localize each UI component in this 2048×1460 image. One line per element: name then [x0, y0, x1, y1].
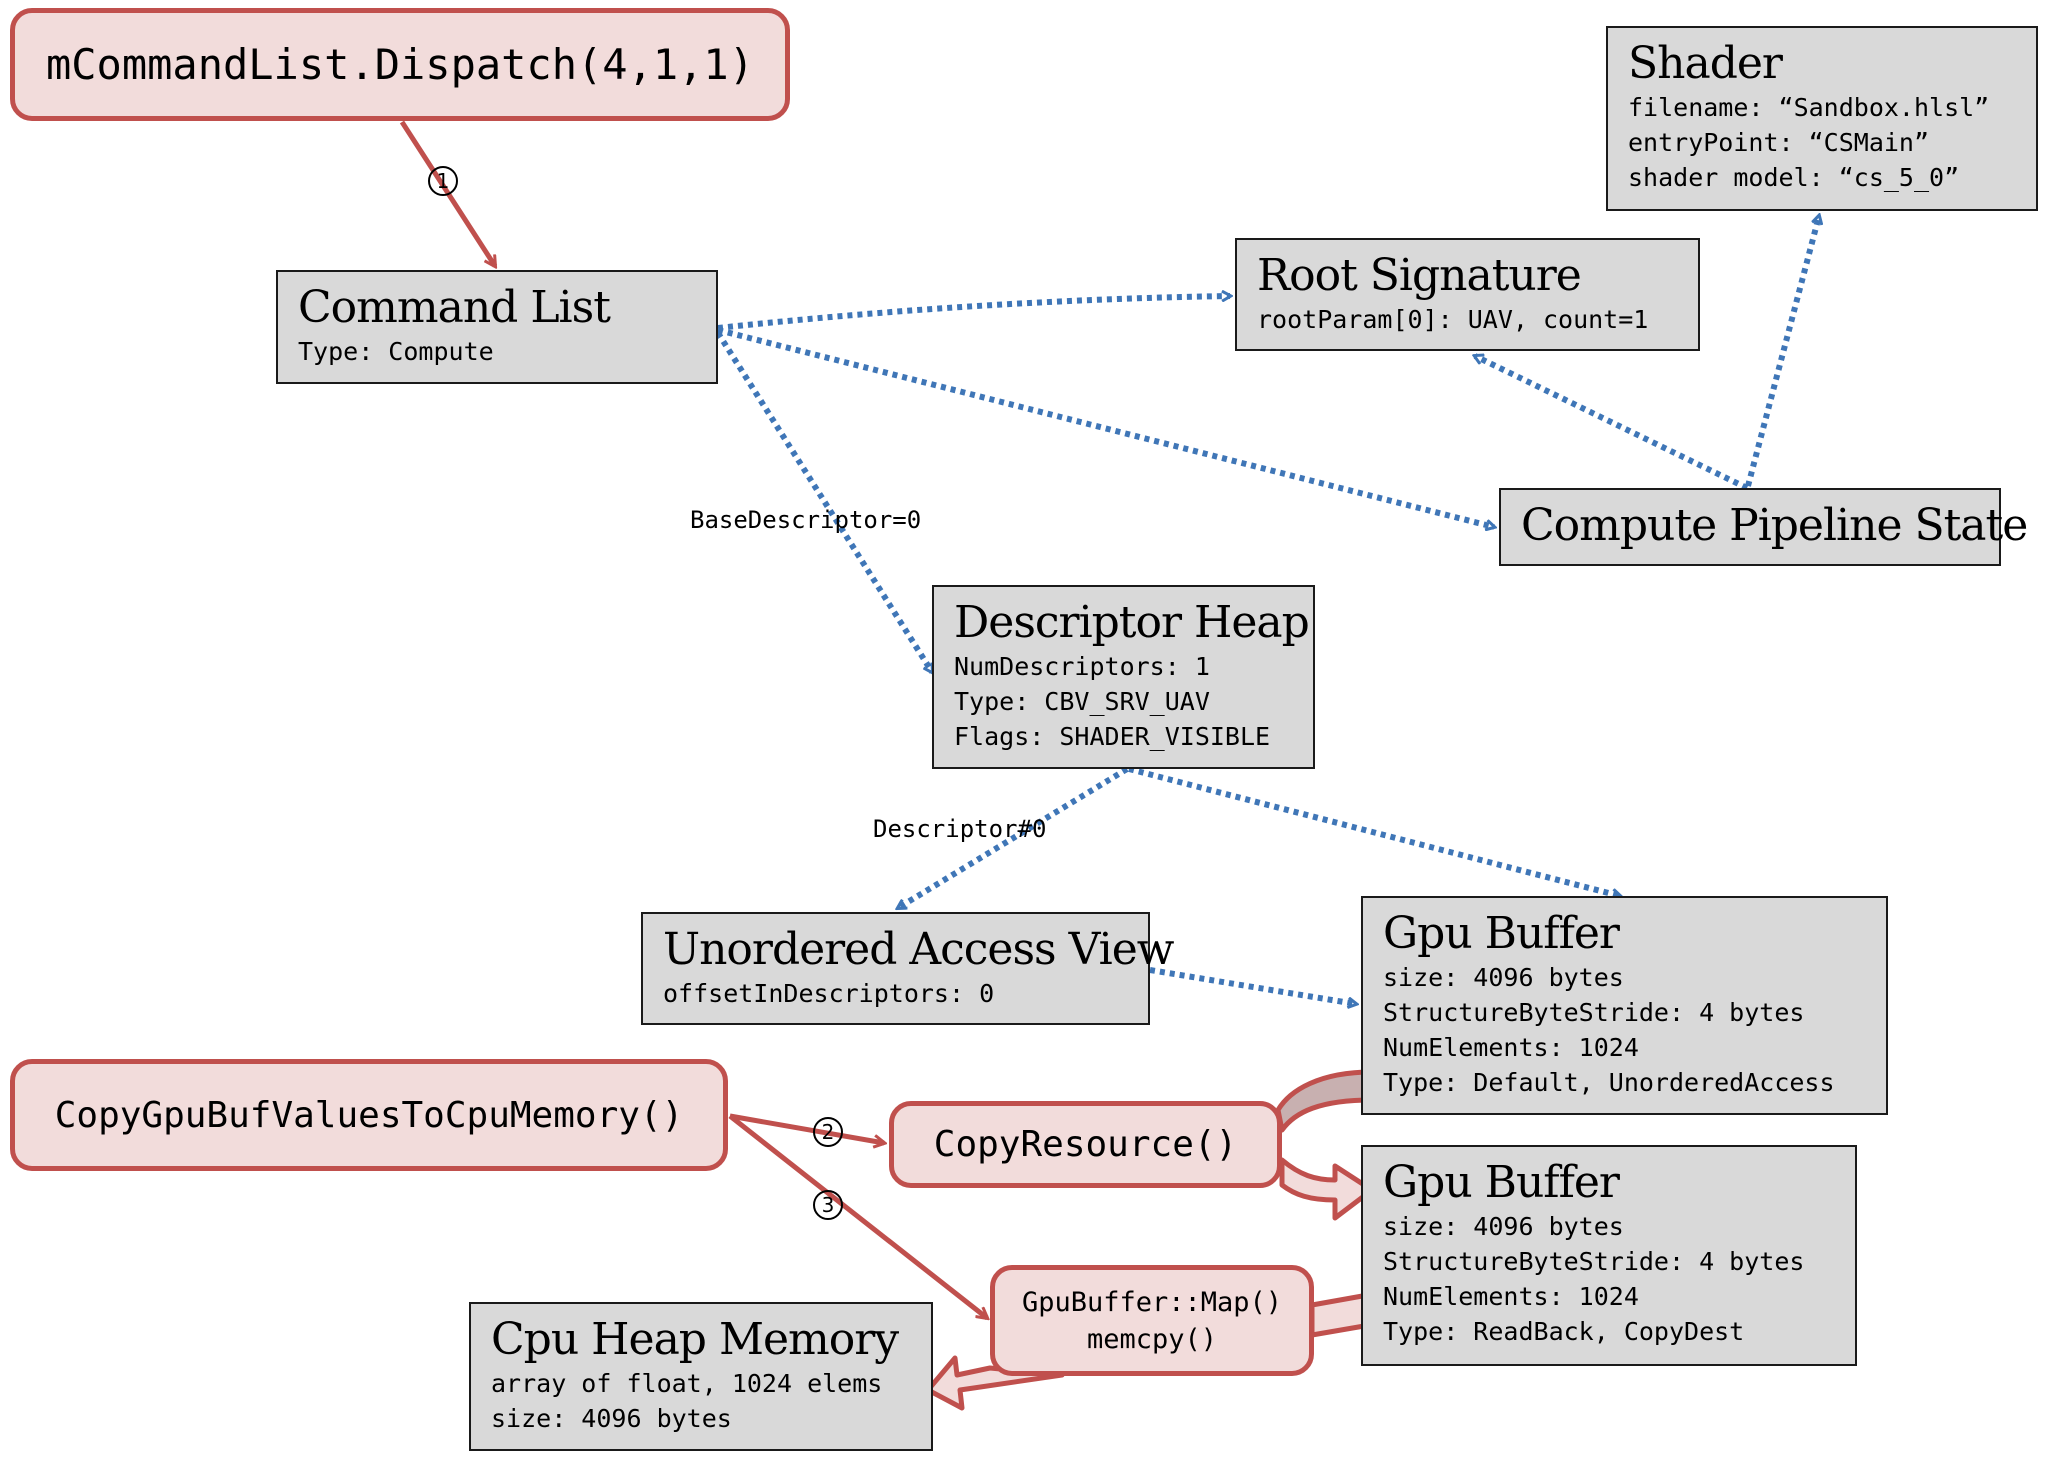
gpu-buffer-readback-stride: StructureByteStride: 4 bytes	[1383, 1247, 1805, 1276]
shader-filename: filename: “Sandbox.hlsl”	[1628, 93, 1990, 122]
shader-box[interactable]: Shader filename: “Sandbox.hlsl” entryPoi…	[1606, 26, 2038, 211]
gpu-buffer-readback-elements: NumElements: 1024	[1383, 1282, 1639, 1311]
cpu-heap-title: Cpu Heap Memory	[491, 1314, 899, 1365]
root-signature-title: Root Signature	[1257, 250, 1582, 301]
edge-label-base-descriptor: BaseDescriptor=0	[690, 506, 922, 534]
shader-entry-point: entryPoint: “CSMain”	[1628, 128, 1930, 157]
cpu-heap-box[interactable]: Cpu Heap Memory array of float, 1024 ele…	[469, 1302, 933, 1451]
descriptor-heap-title: Descriptor Heap	[954, 597, 1310, 648]
gpu-buffer-readback-title: Gpu Buffer	[1383, 1157, 1620, 1208]
descriptor-heap-flags: Flags: SHADER_VISIBLE	[954, 722, 1271, 751]
gpu-buffer-readback-size: size: 4096 bytes	[1383, 1212, 1624, 1241]
map-memcpy-call[interactable]: GpuBuffer::Map() memcpy()	[990, 1265, 1314, 1376]
edge-pipeline-state-to-root-signature	[1475, 353, 1749, 491]
edge-copy-to-map	[728, 1114, 987, 1318]
pipeline-state-box[interactable]: Compute Pipeline State	[1499, 488, 2028, 566]
copy-dest-arrow	[1279, 1157, 1375, 1221]
gpu-buffer-default-title: Gpu Buffer	[1383, 908, 1620, 959]
edge-command-list-to-descriptor-heap	[715, 331, 935, 672]
cpu-heap-size: size: 4096 bytes	[491, 1404, 732, 1433]
gpu-buffer-default-type: Type: Default, UnorderedAccess	[1383, 1068, 1835, 1097]
pipeline-state-title: Compute Pipeline State	[1521, 500, 2028, 551]
edge-uav-to-gpu-buffer	[1149, 967, 1356, 1004]
cpu-heap-array: array of float, 1024 elems	[491, 1369, 883, 1398]
step-3-number: 3	[813, 1190, 843, 1220]
gpu-buffer-default-size: size: 4096 bytes	[1383, 963, 1624, 992]
shader-model: shader model: “cs_5_0”	[1628, 163, 1960, 192]
uav-title: Unordered Access View	[663, 924, 1174, 975]
memcpy-arrow	[925, 1355, 1065, 1411]
command-list-title: Command List	[298, 282, 611, 333]
gpu-buffer-default-elements: NumElements: 1024	[1383, 1033, 1639, 1062]
root-signature-box[interactable]: Root Signature rootParam[0]: UAV, count=…	[1235, 238, 1700, 351]
uav-box[interactable]: Unordered Access View offsetInDescriptor…	[641, 912, 1174, 1025]
shader-title: Shader	[1628, 38, 1783, 89]
descriptor-heap-type: Type: CBV_SRV_UAV	[954, 687, 1210, 716]
gpu-buffer-default-stride: StructureByteStride: 4 bytes	[1383, 998, 1805, 1027]
command-list-box[interactable]: Command List Type: Compute	[276, 270, 718, 384]
dispatch-call-label: mCommandList.Dispatch(4,1,1)	[45, 40, 754, 89]
uav-offset: offsetInDescriptors: 0	[663, 979, 995, 1008]
edge-pipeline-state-to-shader	[1745, 216, 1819, 487]
step-1-number: 1	[428, 166, 458, 196]
copy-source-band	[1275, 1069, 1375, 1133]
gpu-buffer-default-box[interactable]: Gpu Buffer size: 4096 bytes StructureByt…	[1361, 896, 1888, 1115]
dispatch-call[interactable]: mCommandList.Dispatch(4,1,1)	[10, 8, 790, 121]
command-list-type: Type: Compute	[298, 337, 494, 366]
step-2-number: 2	[813, 1117, 843, 1147]
gpu-buffer-readback-box[interactable]: Gpu Buffer size: 4096 bytes StructureByt…	[1361, 1145, 1857, 1366]
descriptor-heap-num: NumDescriptors: 1	[954, 652, 1210, 681]
edge-descriptor-heap-to-uav	[898, 766, 1129, 911]
edge-command-list-to-root-signature	[717, 296, 1230, 331]
step-2-marker: 2	[813, 1117, 843, 1147]
memcpy-label: memcpy()	[1086, 1323, 1218, 1355]
copy-resource-label: CopyResource()	[933, 1124, 1238, 1165]
step-1-marker: 1	[428, 166, 458, 196]
descriptor-heap-box[interactable]: Descriptor Heap NumDescriptors: 1 Type: …	[932, 585, 1315, 769]
edge-copy-to-copy-resource	[729, 1113, 884, 1143]
gpu-buffer-readback-type: Type: ReadBack, CopyDest	[1383, 1317, 1745, 1346]
root-signature-param: rootParam[0]: UAV, count=1	[1257, 305, 1649, 334]
copy-gpu-to-cpu-call[interactable]: CopyGpuBufValuesToCpuMemory()	[10, 1059, 728, 1171]
edge-descriptor-heap-to-gpu-buffer	[1128, 766, 1620, 896]
map-label: GpuBuffer::Map()	[1021, 1286, 1283, 1318]
edge-label-descriptor-0: Descriptor#0	[873, 815, 1047, 843]
copy-gpu-to-cpu-label: CopyGpuBufValuesToCpuMemory()	[54, 1094, 684, 1136]
step-3-marker: 3	[813, 1190, 843, 1220]
edge-command-list-to-pipeline-state	[717, 327, 1494, 527]
copy-resource-call[interactable]: CopyResource()	[889, 1101, 1282, 1188]
